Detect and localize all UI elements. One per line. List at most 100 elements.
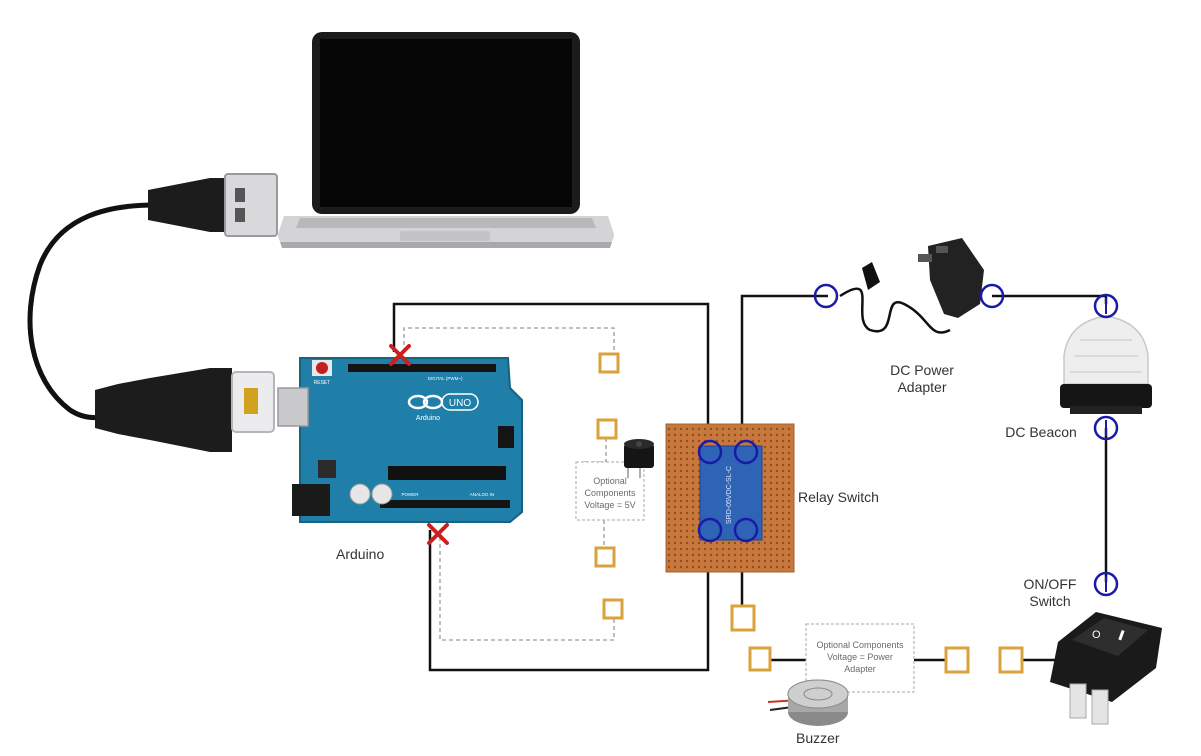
- connector-ring: [1093, 293, 1119, 319]
- arduino-brand-text: Arduino: [416, 415, 440, 422]
- label-dc-power-adapter: DC Power Adapter: [872, 362, 972, 396]
- cut-marks: [389, 344, 449, 545]
- label-relay-switch: Relay Switch: [798, 489, 879, 505]
- beacon-base: [1060, 384, 1152, 408]
- arduino-icsp-header: [498, 426, 514, 448]
- cut-mark-top: [389, 344, 411, 366]
- arduino-model-text: UNO: [449, 398, 471, 409]
- optional-box-adapter-line3: Adapter: [844, 664, 876, 674]
- laptop-trackpad: [400, 231, 490, 241]
- arduino-regulator: [318, 460, 336, 478]
- arduino-capacitor: [349, 483, 371, 505]
- label-dc-beacon: DC Beacon: [1005, 424, 1077, 440]
- relay-module-marking: SRD-05VDC-SL-C: [726, 466, 733, 524]
- connector-ring: [1093, 571, 1119, 597]
- switch-on-mark: [1118, 629, 1125, 641]
- terminal-square: [944, 646, 970, 674]
- terminal-square: [594, 546, 616, 568]
- connector-ring: [697, 517, 723, 543]
- arduino-digital-text: DIGITAL (PWM~): [428, 376, 463, 381]
- laptop: [278, 32, 614, 248]
- usb-a-plug-body: [148, 178, 225, 232]
- terminal-square: [998, 646, 1024, 674]
- usb-a-plug-metal: [224, 173, 278, 237]
- arduino-usb-port: [277, 387, 309, 427]
- small-buzzer: [624, 439, 654, 478]
- arduino-power-text: POWER: [401, 492, 419, 497]
- optional-wire-top: [403, 327, 615, 354]
- terminal-square: [598, 352, 620, 374]
- adapter-cable: [839, 287, 951, 334]
- connector-ring: [733, 517, 759, 543]
- optional-box-5v-line2: Components: [584, 488, 636, 498]
- connector-ring: [1093, 415, 1119, 441]
- usb-b-plug-contacts: [244, 388, 258, 414]
- connector-rings: [697, 283, 1119, 597]
- optional-box-adapter-line2: Voltage = Power: [827, 652, 893, 662]
- connector-ring: [733, 439, 759, 465]
- terminal-square: [602, 598, 624, 620]
- arduino-board: UNO Arduino RESET DIGITAL (PWM~) ANALOG …: [277, 357, 523, 523]
- optional-box-5v-line3: Voltage = 5V: [584, 500, 635, 510]
- optional-wire-bottom: [439, 530, 615, 641]
- label-on-off-switch-line2: Switch: [1029, 593, 1071, 609]
- connector-ring: [697, 439, 723, 465]
- laptop-keyboard: [296, 218, 596, 228]
- label-on-off-switch: ON/OFF Switch: [1010, 576, 1090, 610]
- wire-relay-to-adapter: [740, 294, 828, 448]
- laptop-screen: [320, 39, 572, 207]
- usb-cable: [27, 173, 278, 452]
- terminals: [594, 352, 1024, 674]
- usb-a-plug-slot: [235, 188, 245, 202]
- optional-box-adapter-line1: Optional Components: [816, 640, 904, 650]
- beacon-ridges: [1070, 339, 1142, 373]
- cut-mark-bottom: [427, 523, 449, 545]
- terminal-square: [596, 418, 618, 440]
- optional-box-5v: [575, 461, 645, 521]
- adapter-prong: [918, 254, 932, 262]
- buzzer: [767, 679, 849, 726]
- terminal-square: [730, 604, 756, 632]
- arduino-digital-header: [348, 364, 496, 372]
- switch-terminal: [1091, 689, 1109, 725]
- usb-b-plug-body: [95, 368, 232, 452]
- adapter-body: [928, 238, 984, 318]
- arduino-power-jack: [292, 484, 330, 516]
- adapter-plug: [862, 262, 880, 290]
- arduino-capacitor: [371, 483, 393, 505]
- adapter-prong: [936, 246, 948, 253]
- label-on-off-switch-line1: ON/OFF: [1023, 576, 1077, 592]
- switch-terminal: [1069, 683, 1087, 719]
- relay-switch-board: SRD-05VDC-SL-C: [665, 423, 795, 573]
- terminal-square: [748, 646, 772, 672]
- arduino-reset-button: [316, 362, 328, 374]
- switch-off-mark: O: [1092, 629, 1101, 641]
- optional-box-5v-line1: Optional: [593, 476, 627, 486]
- label-dc-power-adapter-line2: Adapter: [897, 379, 947, 395]
- buzzer-ring: [803, 687, 833, 701]
- arduino-reset-text: RESET: [314, 380, 331, 386]
- dc-power-adapter: [839, 238, 984, 334]
- arduino-analog-text: ANALOG IN: [470, 492, 495, 497]
- on-off-switch: O: [1050, 612, 1162, 725]
- beacon-dome: [1063, 315, 1149, 385]
- label-arduino: Arduino: [336, 546, 385, 562]
- buzzer-face: [787, 679, 849, 709]
- arduino-power-analog-header: [380, 500, 510, 508]
- connector-ring: [813, 283, 839, 309]
- switch-rocker: [1072, 618, 1148, 656]
- arduino-chip: [388, 466, 506, 480]
- arduino-pcb: [299, 357, 523, 523]
- wire-adapter-to-beacon: [992, 294, 1108, 304]
- laptop-edge: [280, 242, 612, 248]
- usb-a-plug-slot: [235, 208, 245, 222]
- arduino-logo: [407, 393, 479, 411]
- connector-ring: [979, 283, 1005, 309]
- dc-beacon: [1060, 315, 1152, 414]
- label-buzzer: Buzzer: [796, 730, 840, 746]
- beacon-collar: [1070, 406, 1142, 414]
- optional-wire-buzzer-in: [584, 438, 607, 463]
- label-dc-power-adapter-line1: DC Power: [890, 362, 954, 378]
